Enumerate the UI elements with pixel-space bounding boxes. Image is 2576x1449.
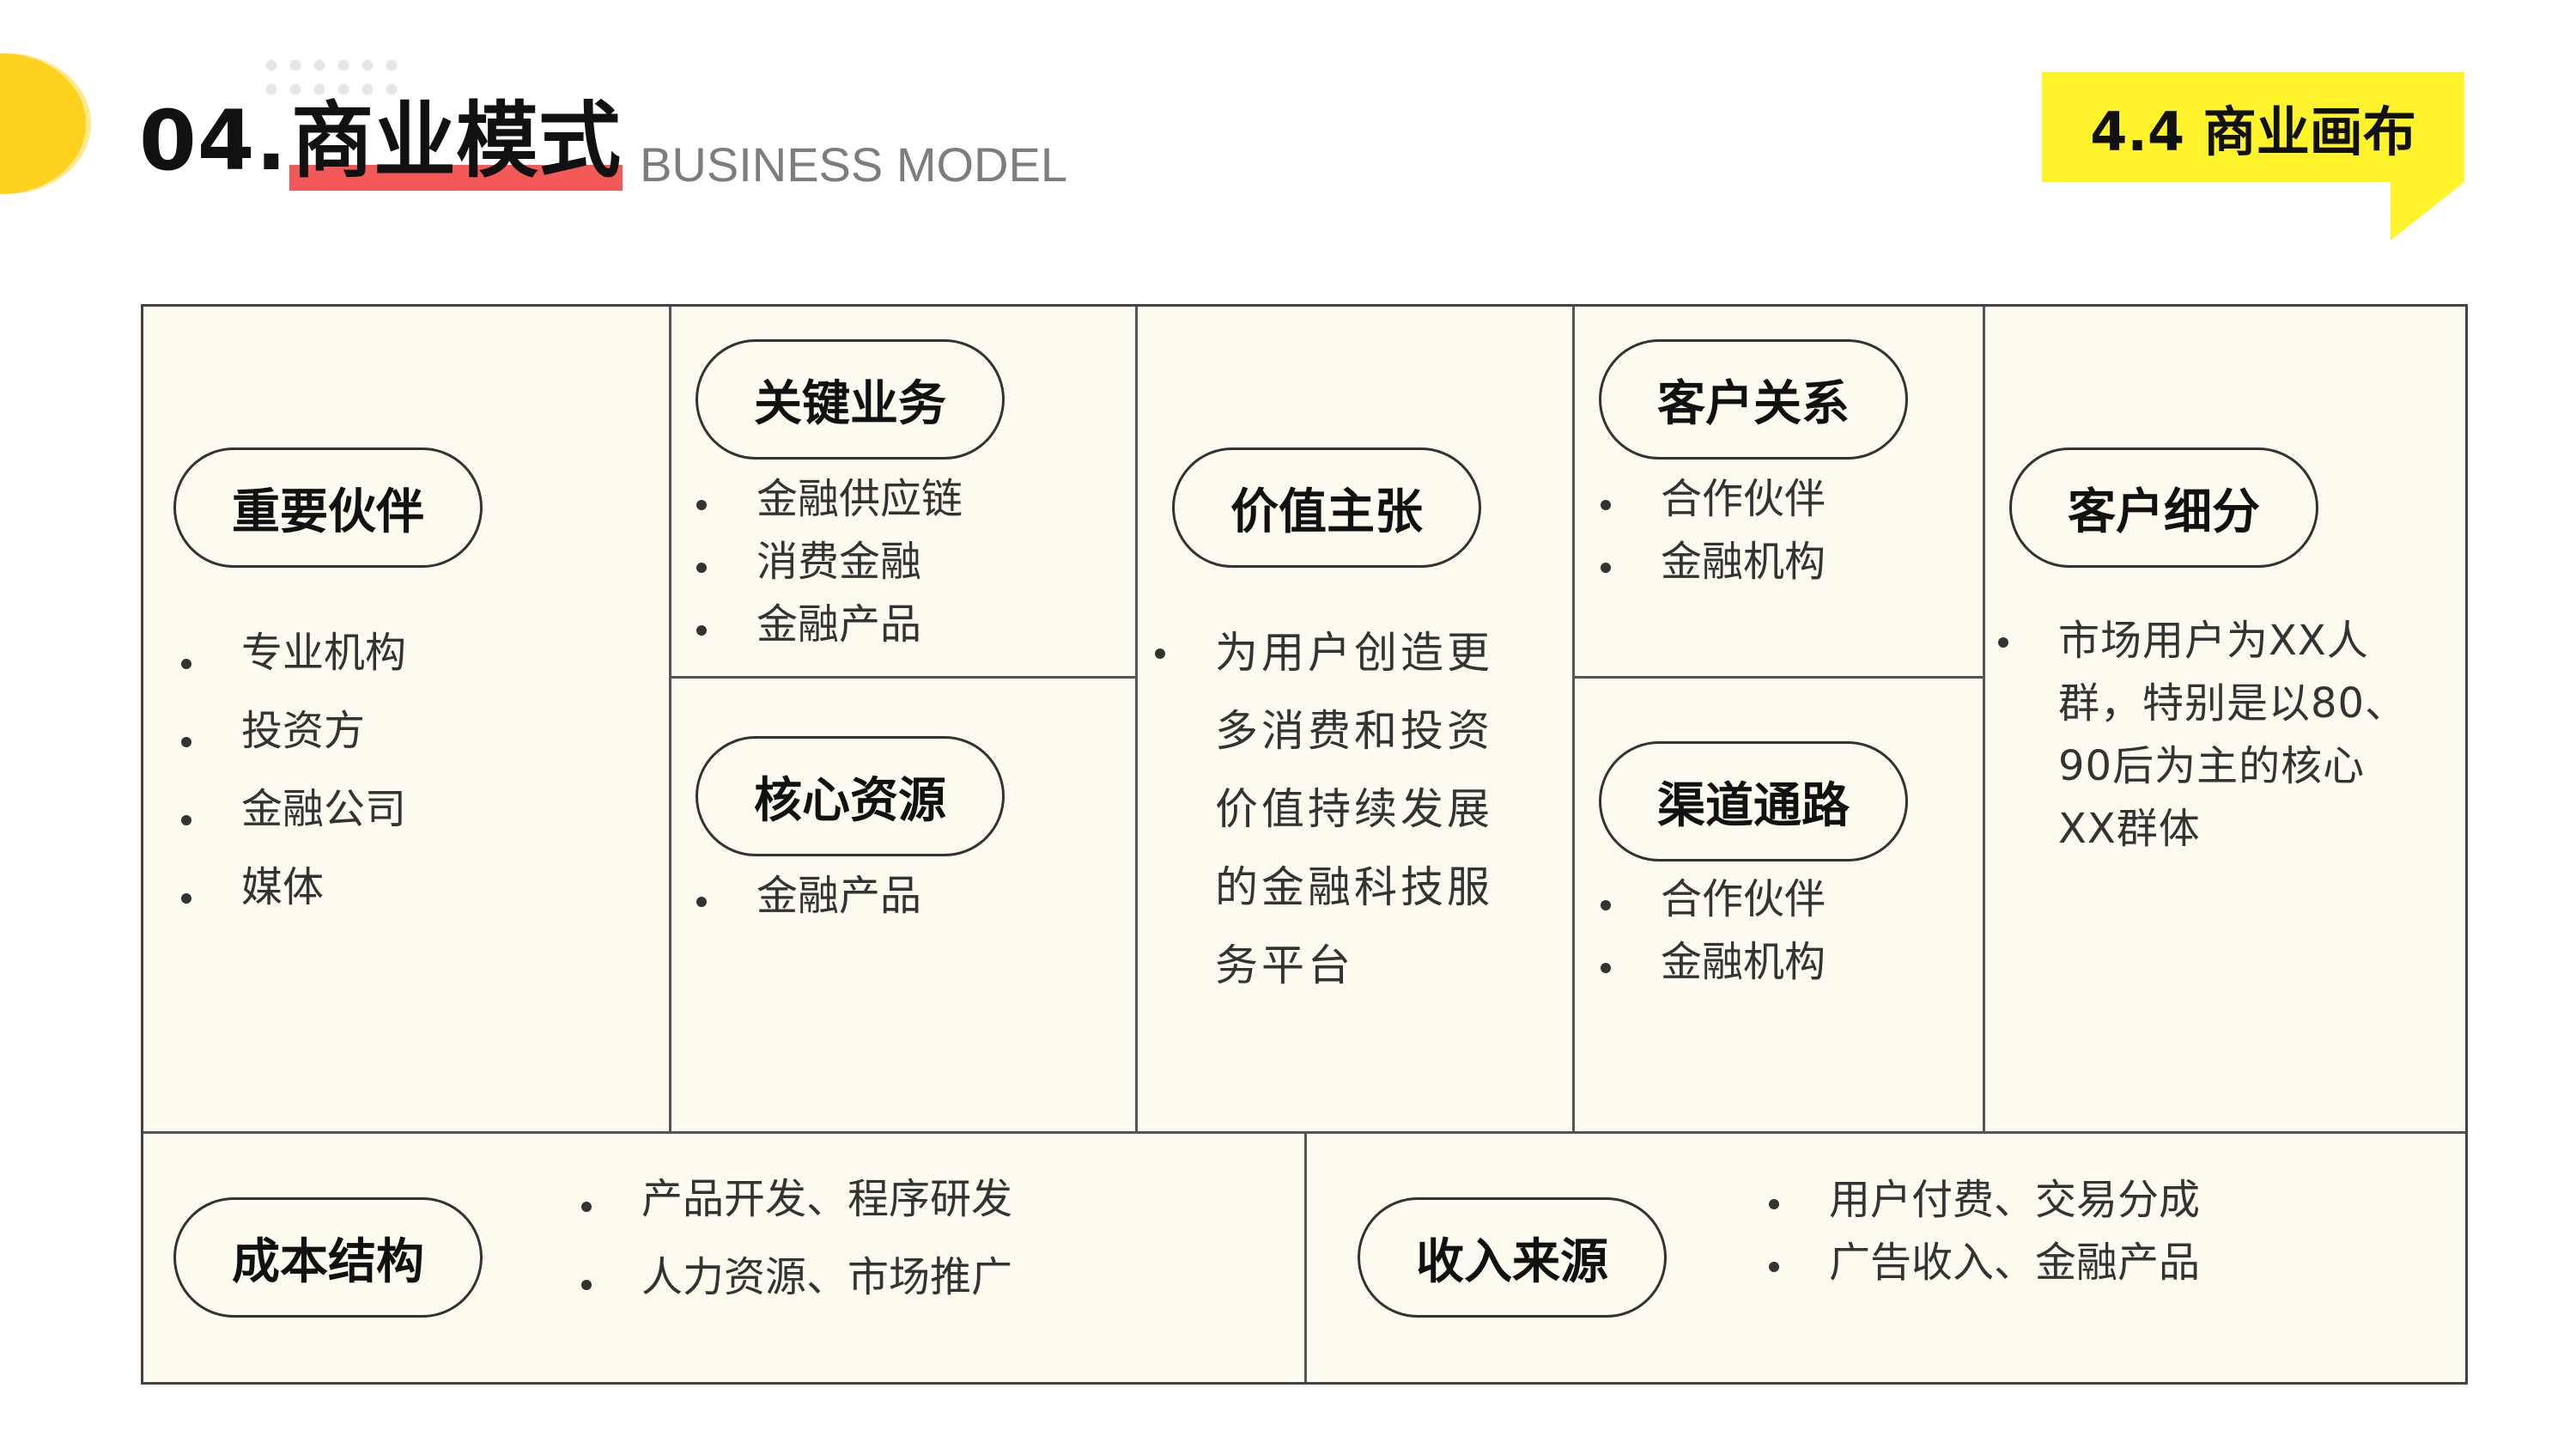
list-item: 金融机构 bbox=[1600, 936, 1826, 999]
title-chinese: 商业模式 bbox=[289, 93, 623, 191]
customer-relationships-list: 合作伙伴 金融机构 bbox=[1600, 473, 1826, 599]
bullet-dot bbox=[1998, 637, 2008, 648]
list-item: 金融产品 bbox=[696, 870, 921, 933]
cost-structure-title: 成本结构 bbox=[173, 1197, 483, 1318]
divider-partners-activities bbox=[669, 307, 671, 1131]
list-item: 媒体 bbox=[180, 859, 406, 937]
section-tag-tail bbox=[2391, 182, 2464, 240]
list-item: 金融产品 bbox=[696, 599, 963, 661]
customer-segments-text: 市场用户为XX人 群，特别是以80、 90后为主的核心 XX群体 bbox=[1998, 613, 2436, 864]
title-english: BUSINESS MODEL bbox=[640, 137, 1067, 192]
customer-segments-title: 客户细分 bbox=[2009, 447, 2318, 568]
key-resources-title: 核心资源 bbox=[696, 736, 1005, 856]
list-item: 人力资源、市场推广 bbox=[580, 1245, 1012, 1324]
list-item: 合作伙伴 bbox=[1600, 874, 1826, 936]
key-partners-list: 专业机构 投资方 金融公司 媒体 bbox=[180, 624, 406, 937]
divider-activities-value bbox=[1135, 307, 1138, 1131]
revenue-streams-title: 收入来源 bbox=[1358, 1197, 1667, 1318]
channels-title: 渠道通路 bbox=[1599, 741, 1908, 861]
decorative-dot-grid bbox=[259, 53, 404, 101]
divider-cost-revenue bbox=[1304, 1131, 1307, 1382]
list-item: 投资方 bbox=[180, 703, 406, 781]
list-item: 用户付费、交易分成 bbox=[1768, 1172, 2200, 1235]
text-line: 价值持续发展 bbox=[1215, 784, 1493, 834]
bullet-dot bbox=[1155, 648, 1165, 659]
page-title: 04. 商业模式 BUSINESS MODEL bbox=[139, 79, 1067, 191]
list-item: 消费金融 bbox=[696, 536, 963, 599]
decorative-yellow-circle bbox=[0, 53, 86, 194]
list-item: 专业机构 bbox=[180, 624, 406, 703]
list-item: 金融机构 bbox=[1600, 536, 1826, 599]
text-line: 多消费和投资 bbox=[1215, 706, 1493, 756]
text-line: 为用户创造更 bbox=[1215, 628, 1493, 678]
key-activities-list: 金融供应链 消费金融 金融产品 bbox=[696, 473, 963, 661]
list-item: 产品开发、程序研发 bbox=[580, 1167, 1012, 1245]
title-number: 04. bbox=[139, 93, 289, 189]
value-proposition-text: 为用户创造更 多消费和投资 价值持续发展 的金融科技服 务平台 bbox=[1155, 621, 1558, 1012]
channels-list: 合作伙伴 金融机构 bbox=[1600, 874, 1826, 999]
text-line: 90后为主的核心 bbox=[2058, 742, 2366, 790]
customer-relationships-title: 客户关系 bbox=[1599, 339, 1908, 460]
cost-structure-list: 产品开发、程序研发 人力资源、市场推广 bbox=[580, 1167, 1012, 1324]
business-model-canvas: 重要伙伴 专业机构 投资方 金融公司 媒体 关键业务 金融供应链 消费金融 金融… bbox=[141, 304, 2468, 1385]
text-line: 的金融科技服 bbox=[1215, 862, 1493, 912]
section-tag: 4.4 商业画布 bbox=[2090, 100, 2416, 163]
list-item: 金融公司 bbox=[180, 781, 406, 859]
key-resources-list: 金融产品 bbox=[696, 870, 921, 933]
list-item: 广告收入、金融产品 bbox=[1768, 1235, 2200, 1298]
section-tag-background bbox=[2042, 72, 2464, 182]
list-item: 合作伙伴 bbox=[1600, 473, 1826, 536]
divider-relationships-channels bbox=[1572, 676, 1984, 679]
divider-relationships-segments bbox=[1983, 307, 1985, 1131]
text-line: XX群体 bbox=[2058, 805, 2201, 853]
list-item: 金融供应链 bbox=[696, 473, 963, 536]
key-activities-title: 关键业务 bbox=[696, 339, 1005, 460]
text-line: 务平台 bbox=[1215, 941, 1354, 990]
value-proposition-title: 价值主张 bbox=[1172, 447, 1481, 568]
text-line: 群，特别是以80、 bbox=[2058, 679, 2408, 728]
divider-activities-resources bbox=[669, 676, 1137, 679]
divider-value-relationships bbox=[1572, 307, 1575, 1131]
text-line: 市场用户为XX人 bbox=[2058, 617, 2369, 665]
revenue-streams-list: 用户付费、交易分成 广告收入、金融产品 bbox=[1768, 1172, 2200, 1298]
key-partners-title: 重要伙伴 bbox=[173, 447, 483, 568]
